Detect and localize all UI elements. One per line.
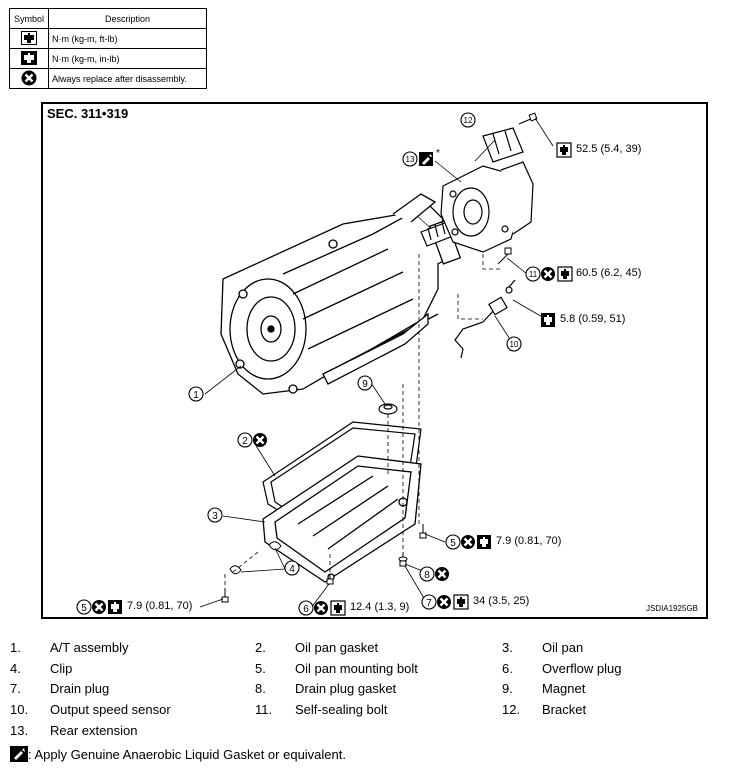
legend-desc-ft-lb: N·m (kg-m, ft-lb)	[48, 28, 207, 49]
torque-in-lb-icon-5b	[477, 535, 491, 549]
legend-desc-replace: Always replace after disassembly.	[48, 68, 207, 89]
liquid-gasket-icon	[10, 746, 28, 762]
transmission-drawing: 1 2 3 4 5 5 6 7 8 9 10 11 12 13	[76, 112, 573, 617]
svg-text:8: 8	[424, 570, 430, 581]
callout-3: 3	[207, 507, 223, 523]
svg-text:5: 5	[81, 603, 87, 614]
always-replace-icon	[21, 70, 37, 85]
callout-5b: 5	[445, 534, 461, 550]
callout-10: 10	[506, 336, 522, 352]
svg-text:4: 4	[289, 564, 295, 575]
replace-icon-11	[539, 265, 557, 283]
figure-code: JSDIA1925GB	[645, 604, 698, 613]
svg-text:7: 7	[426, 598, 432, 609]
callout-12: 12	[460, 112, 476, 128]
torque-label-6: 12.4 (1.3, 9)	[350, 601, 410, 613]
torque-in-lb-icon-5a	[108, 600, 122, 614]
callout-1: 1	[188, 386, 204, 402]
svg-text:5: 5	[450, 538, 456, 549]
torque-ft-lb-icon	[21, 30, 37, 45]
replace-icon-5a	[90, 598, 108, 616]
bracket-drawing	[482, 127, 524, 163]
replace-icon-2	[251, 431, 269, 449]
svg-text:10: 10	[510, 340, 519, 349]
callout-9: 9	[357, 375, 373, 391]
torque-label-10: 5.8 (0.59, 51)	[560, 313, 626, 325]
legend-desc-in-lb: N·m (kg-m, in-lb)	[48, 48, 207, 69]
svg-text:13: 13	[406, 155, 415, 164]
callout-markers: 1 2 3 4 5 5 6 7 8 9 10 11 12 13	[76, 112, 541, 616]
clip-drawing	[229, 541, 282, 575]
svg-text:11: 11	[529, 270, 538, 279]
at-assembly-drawing	[220, 193, 462, 395]
torque-ft-lb-icon-11	[557, 266, 573, 282]
torque-in-lb-icon-10	[541, 313, 555, 327]
torque-label-11: 60.5 (6.2, 45)	[576, 267, 642, 279]
section-title: SEC. 311•319	[47, 106, 129, 121]
torque-ft-lb-icon-12	[556, 142, 572, 158]
assembly-guide-lines	[224, 254, 503, 588]
callout-7: 7	[421, 594, 437, 610]
torque-label-5a: 7.9 (0.81, 70)	[127, 600, 193, 612]
svg-text:6: 6	[303, 604, 309, 615]
legend-header-description: Description	[48, 8, 207, 29]
legend-header-symbol: Symbol	[9, 8, 49, 29]
liquid-gasket-icon	[419, 152, 433, 166]
self-sealing-bolt-drawing	[497, 247, 512, 265]
magnet-drawing	[378, 403, 398, 415]
svg-text:12: 12	[464, 116, 473, 125]
replace-icon-6	[312, 599, 330, 617]
callout-5a: 5	[76, 599, 92, 615]
footnote-text: : Apply Genuine Anaerobic Liquid Gasket …	[28, 747, 346, 762]
exploded-view-figure: SEC. 311•319	[41, 102, 708, 619]
torque-in-lb-icon	[21, 50, 37, 65]
oil-pan-drawing	[262, 455, 422, 583]
output-speed-sensor-drawing	[454, 279, 516, 359]
callout-4: 4	[284, 560, 300, 576]
callout-6: 6	[298, 600, 314, 616]
replace-icon-5b	[459, 533, 477, 551]
gasket-footnote: : Apply Genuine Anaerobic Liquid Gasket …	[10, 746, 346, 762]
svg-text:2: 2	[242, 436, 248, 447]
callout-13: 13	[402, 151, 418, 167]
callout-11: 11	[525, 266, 541, 282]
rear-extension-drawing	[440, 161, 534, 253]
callout-symbols: *	[90, 142, 573, 617]
svg-text:9: 9	[362, 379, 368, 390]
torque-label-5b: 7.9 (0.81, 70)	[496, 535, 562, 547]
torque-label-7: 34 (3.5, 25)	[473, 595, 530, 607]
asterisk-mark: *	[436, 148, 440, 159]
bracket-bolt-drawing	[518, 112, 538, 125]
callout-8: 8	[419, 566, 435, 582]
replace-icon-7	[435, 593, 453, 611]
torque-label-12: 52.5 (5.4, 39)	[576, 143, 642, 155]
torque-ft-lb-icon-7	[453, 594, 469, 610]
torque-ft-lb-icon-6	[330, 600, 346, 616]
callout-2: 2	[237, 432, 253, 448]
svg-text:3: 3	[212, 511, 218, 522]
symbol-legend-table: Symbol Description N·m (kg-m, ft-lb) N·m…	[9, 8, 207, 89]
replace-icon-8	[433, 565, 451, 583]
svg-text:1: 1	[193, 390, 199, 401]
